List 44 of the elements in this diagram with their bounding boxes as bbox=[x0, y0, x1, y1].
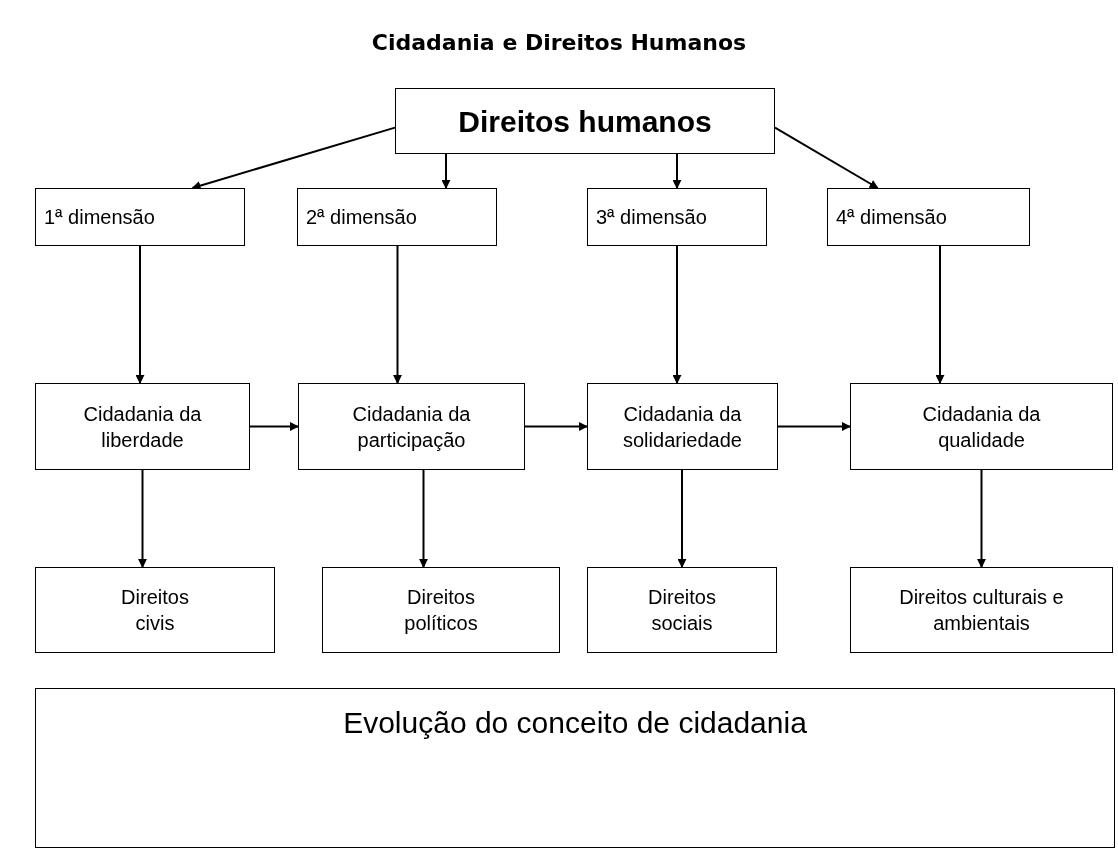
arrow bbox=[419, 469, 428, 568]
node-box bbox=[298, 383, 525, 470]
arrow bbox=[393, 245, 402, 384]
node-box bbox=[395, 88, 775, 154]
node-label: 4ª dimensão bbox=[836, 205, 947, 230]
node-label: Cidadania da qualidade bbox=[921, 401, 1042, 453]
arrow bbox=[774, 126, 879, 189]
node-box bbox=[322, 567, 560, 653]
node-label: Evolução do conceito de cidadania bbox=[343, 705, 807, 741]
node-box bbox=[587, 383, 778, 470]
node-box bbox=[850, 567, 1113, 653]
node-box bbox=[35, 383, 250, 470]
arrow bbox=[777, 422, 851, 431]
arrow bbox=[441, 153, 451, 189]
node-label: Direitos políticos bbox=[403, 585, 479, 636]
arrow bbox=[135, 245, 145, 384]
arrow bbox=[249, 422, 299, 431]
node-box bbox=[35, 188, 245, 246]
node-label: Cidadania da participação bbox=[351, 401, 472, 453]
arrow bbox=[677, 469, 687, 568]
node-box bbox=[587, 188, 767, 246]
arrow bbox=[935, 245, 945, 384]
node-label: 2ª dimensão bbox=[306, 205, 417, 230]
node-box bbox=[297, 188, 497, 246]
node-box bbox=[827, 188, 1030, 246]
arrow bbox=[524, 422, 588, 431]
arrow bbox=[977, 469, 986, 568]
node-label: Direitos civis bbox=[120, 585, 190, 636]
node-label: Direitos humanos bbox=[458, 103, 712, 140]
arrow bbox=[191, 126, 396, 190]
node-label: Direitos sociais bbox=[647, 585, 717, 636]
arrow bbox=[672, 153, 682, 189]
node-box bbox=[587, 567, 777, 653]
node-label: 1ª dimensão bbox=[44, 205, 155, 230]
node-label: Cidadania da liberdade bbox=[82, 401, 203, 453]
arrow bbox=[138, 469, 147, 568]
diagram-title: Cidadania e Direitos Humanos bbox=[370, 30, 748, 55]
node-label: Direitos culturais e ambientais bbox=[898, 585, 1065, 636]
node-box bbox=[850, 383, 1113, 470]
node-label: 3ª dimensão bbox=[596, 205, 707, 230]
node-box bbox=[35, 567, 275, 653]
arrow bbox=[672, 245, 682, 384]
node-label: Cidadania da solidariedade bbox=[622, 401, 743, 453]
node-box bbox=[35, 688, 1115, 848]
